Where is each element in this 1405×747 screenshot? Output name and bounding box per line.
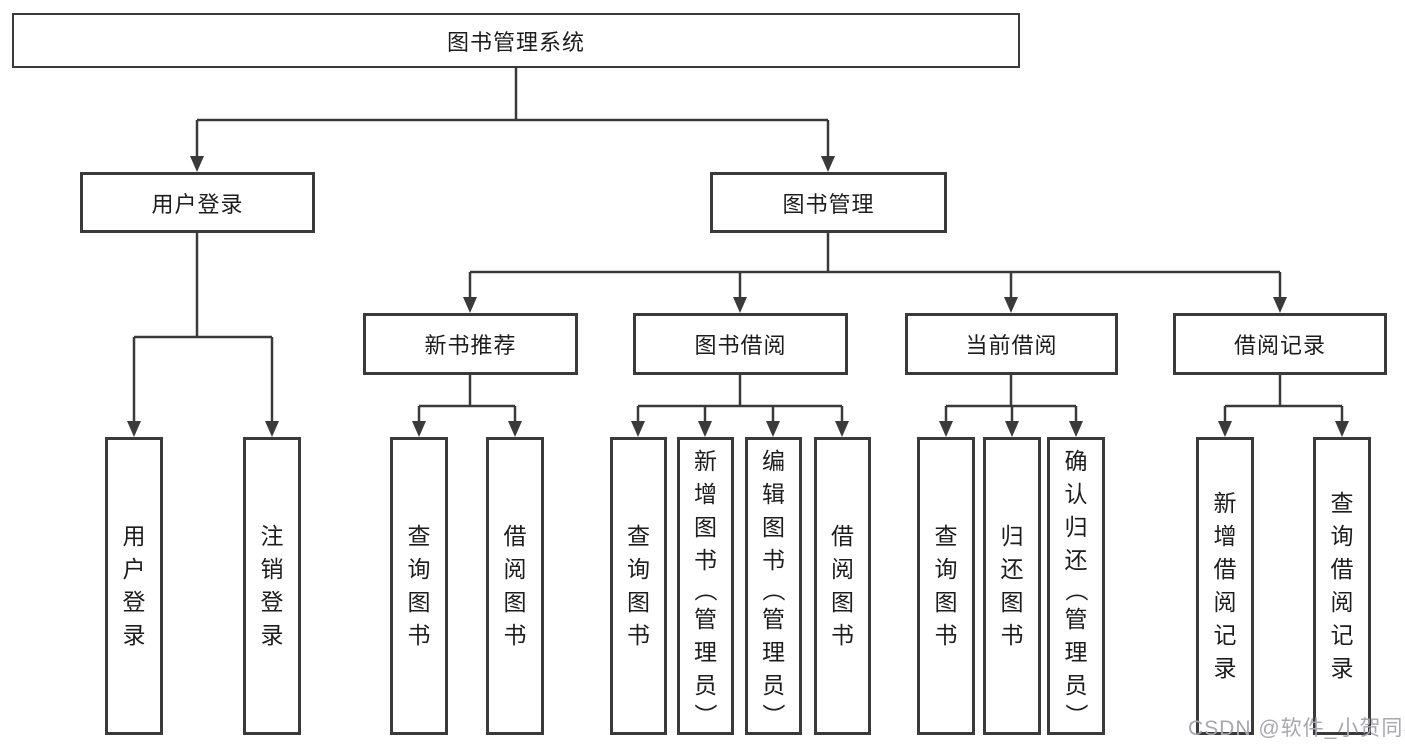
vertical-char: 阅 — [503, 556, 527, 582]
vertical-char: 理 — [762, 638, 785, 665]
vertical-char: 销 — [260, 556, 284, 582]
vertical-char: 记 — [1330, 622, 1354, 648]
vertical-char: 新 — [694, 447, 717, 474]
vertical-char: 书 — [831, 622, 854, 648]
vertical-char: 认 — [1064, 480, 1088, 507]
vertical-char: 录 — [1330, 655, 1354, 681]
leaf-query-borrow-record: 查询借阅记录 — [1313, 437, 1371, 735]
vertical-char: 归 — [1000, 523, 1024, 549]
leaf-add-book-admin: 新增图书 （ 管理员 ） — [677, 437, 734, 735]
vertical-char: 询 — [407, 556, 431, 582]
vertical-char: 管 — [1064, 605, 1088, 632]
vertical-char: 确 — [1064, 447, 1088, 474]
leaf-query-book-borrowing: 查询图书 — [610, 437, 667, 735]
vertical-char: 辑 — [762, 480, 785, 507]
vertical-char: 图 — [694, 513, 717, 540]
vertical-char: 注 — [260, 523, 284, 549]
vertical-char: ） — [760, 703, 787, 726]
vertical-char: （ — [692, 578, 719, 601]
vertical-char: 编 — [762, 447, 785, 474]
leaf-borrow-book-recommend: 借阅图书 — [486, 437, 544, 735]
vertical-char: 员 — [762, 671, 785, 698]
node-new-book-recommend: 新书推荐 — [363, 313, 578, 375]
vertical-char: 录 — [122, 622, 146, 648]
vertical-char: 阅 — [1330, 589, 1354, 615]
vertical-char: 员 — [1064, 671, 1088, 698]
leaf-return-book: 归还图书 — [983, 437, 1041, 735]
leaf-query-book-recommend: 查询图书 — [390, 437, 448, 735]
leaf-borrow-book-borrowing: 借阅图书 — [814, 437, 871, 735]
vertical-char: 阅 — [831, 556, 854, 582]
vertical-char: ） — [692, 703, 719, 726]
vertical-char: 理 — [1064, 638, 1088, 665]
vertical-char: 查 — [934, 523, 958, 549]
vertical-char: 书 — [934, 622, 958, 648]
arrowheads — [127, 156, 1349, 437]
vertical-char: 登 — [260, 589, 284, 615]
leaf-add-borrow-record: 新增借阅记录 — [1196, 437, 1254, 735]
vertical-char: 书 — [407, 622, 431, 648]
vertical-char: 询 — [627, 556, 650, 582]
csdn-watermark: CSDN @软件_小贺同学 — [1188, 717, 1405, 740]
node-user-login-group: 用户登录 — [80, 172, 315, 233]
vertical-char: 书 — [1000, 622, 1024, 648]
leaf-query-book-current: 查询图书 — [917, 437, 975, 735]
vertical-char: 借 — [831, 523, 854, 549]
vertical-char: 还 — [1064, 546, 1088, 573]
vertical-char: 理 — [694, 638, 717, 665]
vertical-char: 图 — [503, 589, 527, 615]
vertical-char: 查 — [407, 523, 431, 549]
vertical-char: 阅 — [1213, 589, 1237, 615]
vertical-char: 借 — [503, 523, 527, 549]
leaf-logout: 注销登录 — [243, 437, 301, 735]
vertical-char: 归 — [1064, 513, 1088, 540]
vertical-char: 询 — [1330, 523, 1354, 549]
vertical-char: 登 — [122, 589, 146, 615]
vertical-char: 图 — [934, 589, 958, 615]
vertical-char: 录 — [1213, 655, 1237, 681]
vertical-char: 户 — [122, 556, 146, 582]
vertical-char: ） — [1063, 703, 1089, 726]
vertical-char: 增 — [1213, 523, 1237, 549]
node-library-management-system: 图书管理系统 — [12, 13, 1020, 68]
vertical-char: 记 — [1213, 622, 1237, 648]
vertical-char: 查 — [627, 523, 650, 549]
vertical-char: 新 — [1213, 490, 1237, 516]
vertical-char: 增 — [694, 480, 717, 507]
vertical-char: 图 — [762, 513, 785, 540]
vertical-char: 员 — [694, 671, 717, 698]
node-book-management: 图书管理 — [710, 172, 947, 233]
vertical-char: 图 — [627, 589, 650, 615]
vertical-char: 询 — [934, 556, 958, 582]
vertical-char: 用 — [122, 523, 146, 549]
vertical-char: 管 — [694, 605, 717, 632]
vertical-char: 借 — [1330, 556, 1354, 582]
vertical-char: 图 — [1000, 589, 1024, 615]
vertical-char: 书 — [503, 622, 527, 648]
leaf-confirm-return-admin: 确认归还 （ 管理员 ） — [1047, 437, 1105, 735]
vertical-char: 书 — [762, 546, 785, 573]
vertical-char: （ — [760, 578, 787, 601]
vertical-char: （ — [1063, 578, 1089, 601]
vertical-char: 录 — [260, 622, 284, 648]
vertical-char: 还 — [1000, 556, 1024, 582]
vertical-char: 图 — [831, 589, 854, 615]
vertical-char: 管 — [762, 605, 785, 632]
node-current-borrowing: 当前借阅 — [905, 313, 1118, 375]
vertical-char: 查 — [1330, 490, 1354, 516]
vertical-char: 借 — [1213, 556, 1237, 582]
node-book-borrowing: 图书借阅 — [633, 313, 848, 375]
vertical-char: 书 — [627, 622, 650, 648]
node-borrow-records: 借阅记录 — [1173, 313, 1387, 375]
leaf-edit-book-admin: 编辑图书 （ 管理员 ） — [745, 437, 802, 735]
leaf-user-login: 用户登录 — [105, 437, 163, 735]
vertical-char: 书 — [694, 546, 717, 573]
vertical-char: 图 — [407, 589, 431, 615]
